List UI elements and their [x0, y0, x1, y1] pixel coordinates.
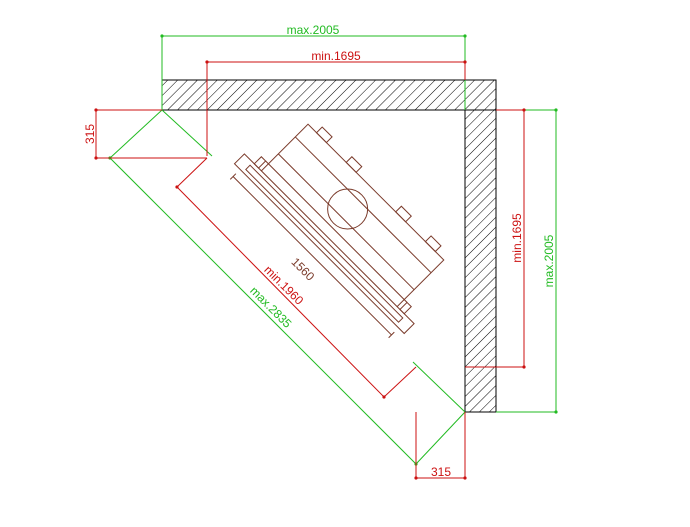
- right-max-label: max.2005: [542, 234, 556, 287]
- top-max-label: max.2005: [287, 23, 340, 37]
- unit-flue: [327, 188, 369, 230]
- corner-unit-outline: [229, 123, 445, 339]
- unit-body: [261, 123, 445, 307]
- top-wall: [161, 79, 497, 111]
- right-min-label: min.1695: [510, 213, 524, 263]
- bottom-offset-label: 315: [431, 465, 451, 479]
- max-dimension-ticks: [108, 34, 558, 466]
- min-dimensions: [95, 61, 525, 479]
- min-dimension-ticks: [94, 60, 526, 480]
- walls: [161, 79, 497, 413]
- unit-width-label: 1560: [288, 255, 317, 284]
- left-offset-label: 315: [83, 124, 97, 144]
- top-min-label: min.1695: [311, 49, 361, 63]
- right-wall: [464, 109, 497, 413]
- unit-front-plate: [233, 153, 415, 335]
- unit-base: [245, 164, 404, 323]
